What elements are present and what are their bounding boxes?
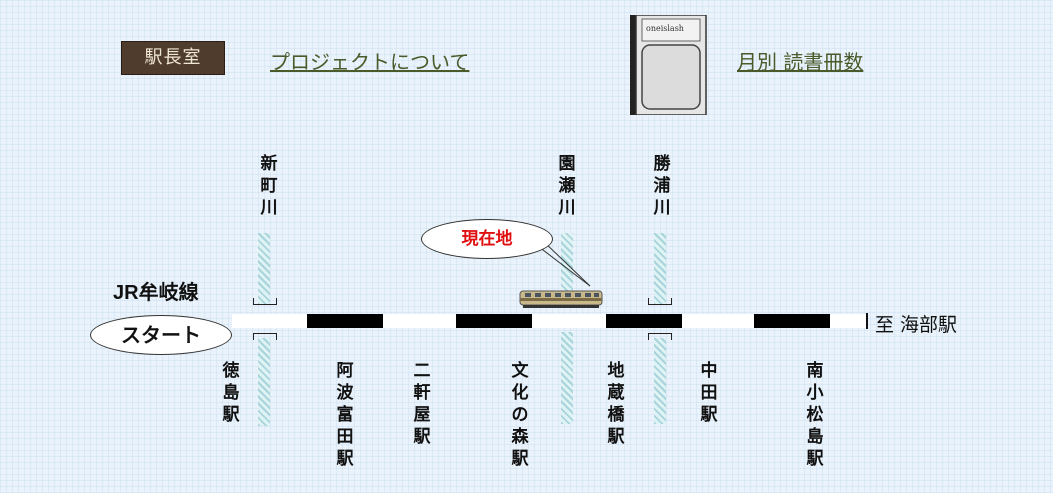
river-shinmachi	[258, 233, 270, 305]
river-katsuura	[654, 233, 666, 305]
stationmaster-button[interactable]: 駅長室	[121, 41, 225, 75]
book-icon[interactable]: oneislash	[630, 14, 708, 116]
river-sonose	[561, 233, 573, 293]
start-bubble[interactable]: スタート	[90, 315, 232, 355]
station-awa-tomida[interactable]: 阿波富田駅	[336, 361, 354, 469]
river-label-shinmachi: 新町川	[260, 154, 278, 218]
bridge-mark	[253, 298, 277, 305]
river-shinmachi-lower	[258, 338, 270, 426]
bridge-mark	[648, 333, 672, 340]
station-nakata[interactable]: 中田駅	[700, 361, 718, 425]
track-segment	[307, 314, 383, 328]
train-icon	[519, 290, 603, 308]
track-segment	[456, 314, 532, 328]
station-tokushima[interactable]: 徳島駅	[222, 361, 240, 425]
station-minami-komatsushima[interactable]: 南小松島駅	[806, 361, 824, 469]
river-katsuura-lower	[654, 338, 666, 424]
track-segment	[754, 314, 830, 328]
station-jizobashi[interactable]: 地蔵橋駅	[607, 361, 625, 447]
river-label-katsuura: 勝浦川	[653, 154, 671, 218]
station-nikenya[interactable]: 二軒屋駅	[413, 361, 431, 447]
track	[232, 314, 868, 328]
bridge-mark	[648, 298, 672, 305]
current-location-bubble: 現在地	[421, 219, 553, 259]
line-name: JR牟岐線	[113, 282, 199, 304]
terminal-marker	[866, 313, 868, 329]
bridge-mark	[253, 333, 277, 340]
destination-label: 至 海部駅	[875, 314, 958, 336]
track-segment	[606, 314, 682, 328]
book-cover-text: oneislash	[646, 24, 684, 33]
station-bunka-no-mori[interactable]: 文化の森駅	[511, 361, 529, 469]
river-sonose-lower	[561, 332, 573, 424]
monthly-reading-link[interactable]: 月別 読書冊数	[737, 50, 864, 74]
river-label-sonose: 園瀬川	[558, 154, 576, 218]
about-project-link[interactable]: プロジェクトについて	[270, 50, 470, 74]
